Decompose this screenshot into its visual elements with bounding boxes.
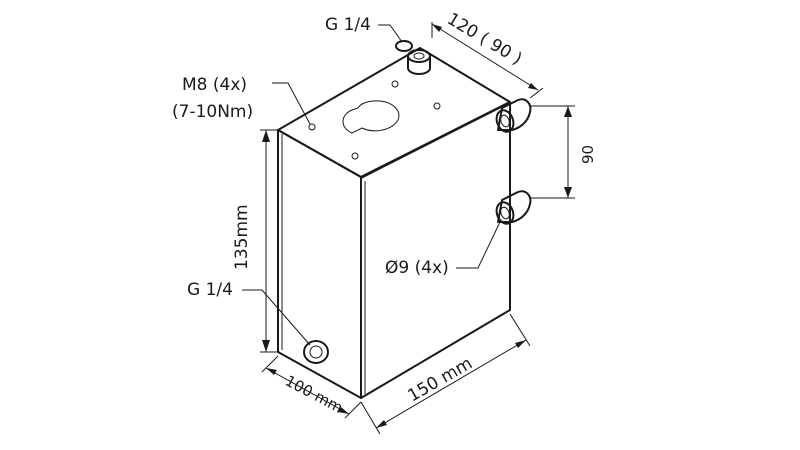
dim-width: 150 mm bbox=[360, 313, 531, 435]
dim-mount-spacing: 90 bbox=[530, 105, 597, 199]
screw-hole-4 bbox=[391, 80, 399, 88]
bushing-callout: Ø9 (4x) bbox=[385, 221, 501, 278]
bushing-dia-label: Ø9 (4x) bbox=[385, 258, 449, 278]
tank-right-face bbox=[360, 101, 511, 399]
side-port-fitting bbox=[303, 340, 329, 364]
dim-depth: 100 mm bbox=[261, 355, 362, 419]
mount-bushing-lower bbox=[495, 190, 532, 225]
mount-screws-label-line2: (7-10Nm) bbox=[172, 102, 253, 122]
top-features bbox=[308, 40, 441, 160]
side-port-callout: G 1/4 bbox=[187, 280, 311, 346]
width-dim-label: 150 mm bbox=[405, 354, 476, 407]
mount-bushing-upper bbox=[495, 98, 532, 133]
top-port-fitting bbox=[407, 49, 431, 75]
mount-spacing-label: 90 bbox=[579, 145, 597, 164]
dim-height: 135mm bbox=[232, 129, 280, 353]
screw-hole-3 bbox=[433, 102, 441, 110]
tank-body bbox=[277, 47, 511, 399]
tank-top-face bbox=[277, 47, 511, 178]
mount-screws-label-line1: M8 (4x) bbox=[182, 75, 247, 95]
screw-hole-1 bbox=[308, 123, 316, 131]
side-port-label: G 1/4 bbox=[187, 280, 233, 300]
top-port-callout: G 1/4 bbox=[325, 15, 403, 43]
screw-hole-2 bbox=[351, 152, 359, 160]
height-dim-label: 135mm bbox=[232, 204, 252, 270]
mount-screws-callout: M8 (4x) (7-10Nm) bbox=[172, 75, 311, 125]
top-port-label: G 1/4 bbox=[325, 15, 371, 35]
depth-dim-label: 100 mm bbox=[282, 372, 346, 417]
fill-opening bbox=[342, 100, 400, 134]
top-small-bushing bbox=[395, 40, 413, 52]
dim-top-depth: 120 ( 90 ) bbox=[431, 9, 544, 99]
